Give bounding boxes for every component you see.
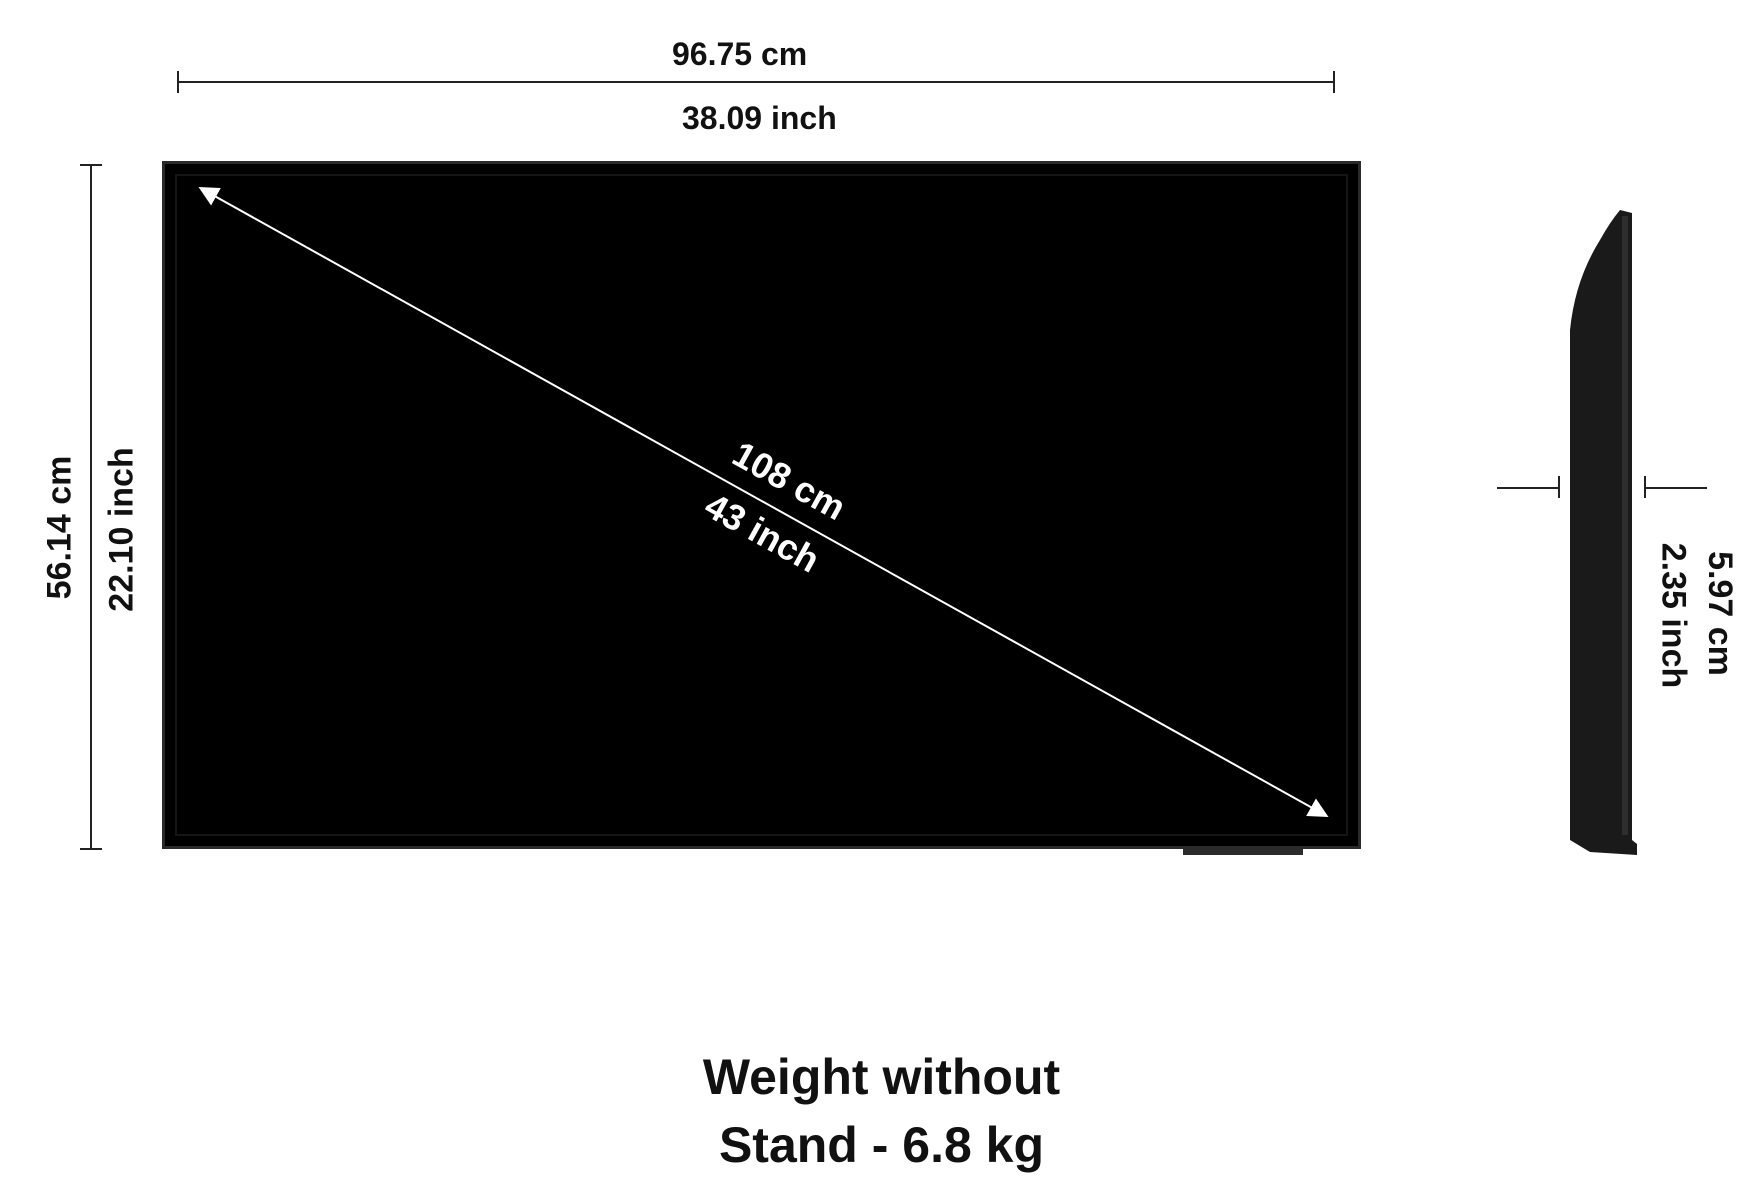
- width-inch-label: 38.09 inch: [682, 100, 837, 136]
- height-tick-top: [80, 164, 102, 166]
- weight-line-2: Stand - 6.8 kg: [718, 1117, 1045, 1173]
- tv-side-view: [1570, 210, 1637, 855]
- depth-marker-left-line: [1497, 487, 1559, 489]
- height-inch-label: 22.10 inch: [102, 447, 141, 612]
- depth-marker-left-tick: [1558, 476, 1560, 498]
- width-tick-right: [1333, 71, 1335, 93]
- depth-marker-right-tick: [1644, 476, 1646, 498]
- height-cm-label: 56.14 cm: [40, 455, 79, 600]
- height-dimension-line: [90, 164, 92, 849]
- weight-line-1: Weight without: [702, 1049, 1061, 1105]
- width-tick-left: [177, 71, 179, 93]
- tv-front-view: [162, 161, 1361, 849]
- depth-marker-right-line: [1645, 487, 1707, 489]
- tv-screen: [175, 174, 1348, 836]
- width-dimension-line: [178, 81, 1334, 83]
- tv-bottom-logo-strip: [1183, 849, 1303, 855]
- depth-cm-label: 5.97 cm: [1700, 551, 1739, 676]
- height-tick-bottom: [80, 848, 102, 850]
- depth-inch-label: 2.35 inch: [1654, 542, 1693, 689]
- width-cm-label: 96.75 cm: [672, 36, 808, 72]
